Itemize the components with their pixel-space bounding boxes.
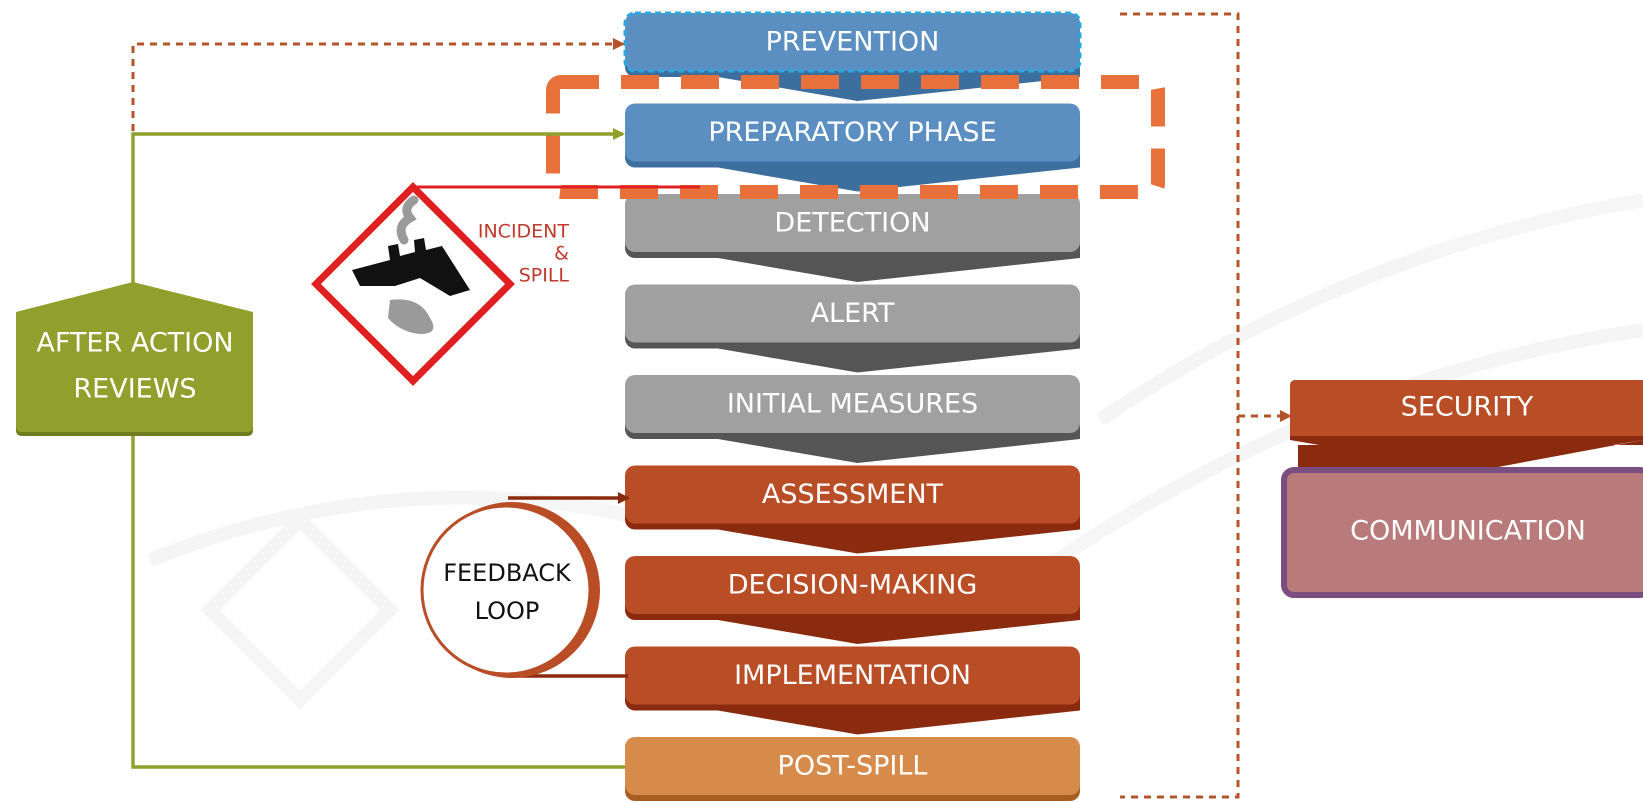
phase-initial-measures: INITIAL MEASURES [625, 375, 1080, 463]
phase-label: ALERT [811, 298, 895, 329]
post-spill-to-after-action-arrow [127, 424, 625, 769]
phase-detection: DETECTION [625, 194, 1080, 282]
incident-spill-icon [311, 182, 515, 386]
phase-alert: ALERT [625, 284, 1080, 373]
communication-box [1281, 467, 1643, 598]
phase-box [623, 11, 1082, 73]
feedback-label-line1: FEEDBACK [443, 559, 572, 587]
phase-label: ASSESSMENT [762, 479, 944, 510]
phase-box [625, 103, 1080, 162]
phase-assessment: ASSESSMENT [625, 465, 1080, 554]
phase-box [625, 646, 1080, 705]
feedback-loop-circle [420, 504, 592, 676]
phase-label: DECISION-MAKING [728, 570, 978, 601]
phase-stack: PREVENTION PREPARATORY PHASE DETECTION ALER… [623, 11, 1082, 801]
communication-label: COMMUNICATION [1350, 516, 1586, 547]
phase-box [625, 465, 1080, 524]
incident-label-line1: INCIDENT [478, 221, 570, 243]
phase-implementation: IMPLEMENTATION [625, 646, 1080, 735]
phase-prevention: PREVENTION [623, 11, 1082, 101]
phase-label: POST-SPILL [778, 751, 928, 782]
phase-post-spill: POST-SPILL [625, 737, 1080, 801]
preparatory-highlight-box [546, 75, 1165, 199]
phase-box [625, 284, 1080, 343]
phase-box [625, 737, 1080, 795]
after-action-reviews-box [16, 282, 253, 436]
security-label: SECURITY [1401, 392, 1534, 423]
phase-label: IMPLEMENTATION [734, 660, 971, 691]
phase-label: PREVENTION [766, 27, 940, 58]
after-action-to-preparatory-arrow [131, 128, 625, 285]
phase-label: INITIAL MEASURES [727, 389, 978, 420]
phase-decision-making: DECISION-MAKING [625, 556, 1080, 644]
phase-box [625, 194, 1080, 252]
incident-label-line3: SPILL [519, 265, 570, 287]
security-box [1290, 380, 1643, 473]
phase-preparatory-phase: PREPARATORY PHASE [625, 103, 1080, 192]
after-action-label-line2: REVIEWS [73, 374, 196, 405]
phase-label: DETECTION [774, 208, 930, 239]
phase-box [625, 375, 1080, 433]
incident-label-line2: & [554, 243, 569, 265]
phase-box [625, 556, 1080, 614]
security-dotted-arrow [1120, 12, 1240, 799]
phase-label: PREPARATORY PHASE [708, 117, 996, 148]
after-action-label-line1: AFTER ACTION [36, 328, 233, 359]
feedback-label-line2: LOOP [475, 597, 540, 625]
